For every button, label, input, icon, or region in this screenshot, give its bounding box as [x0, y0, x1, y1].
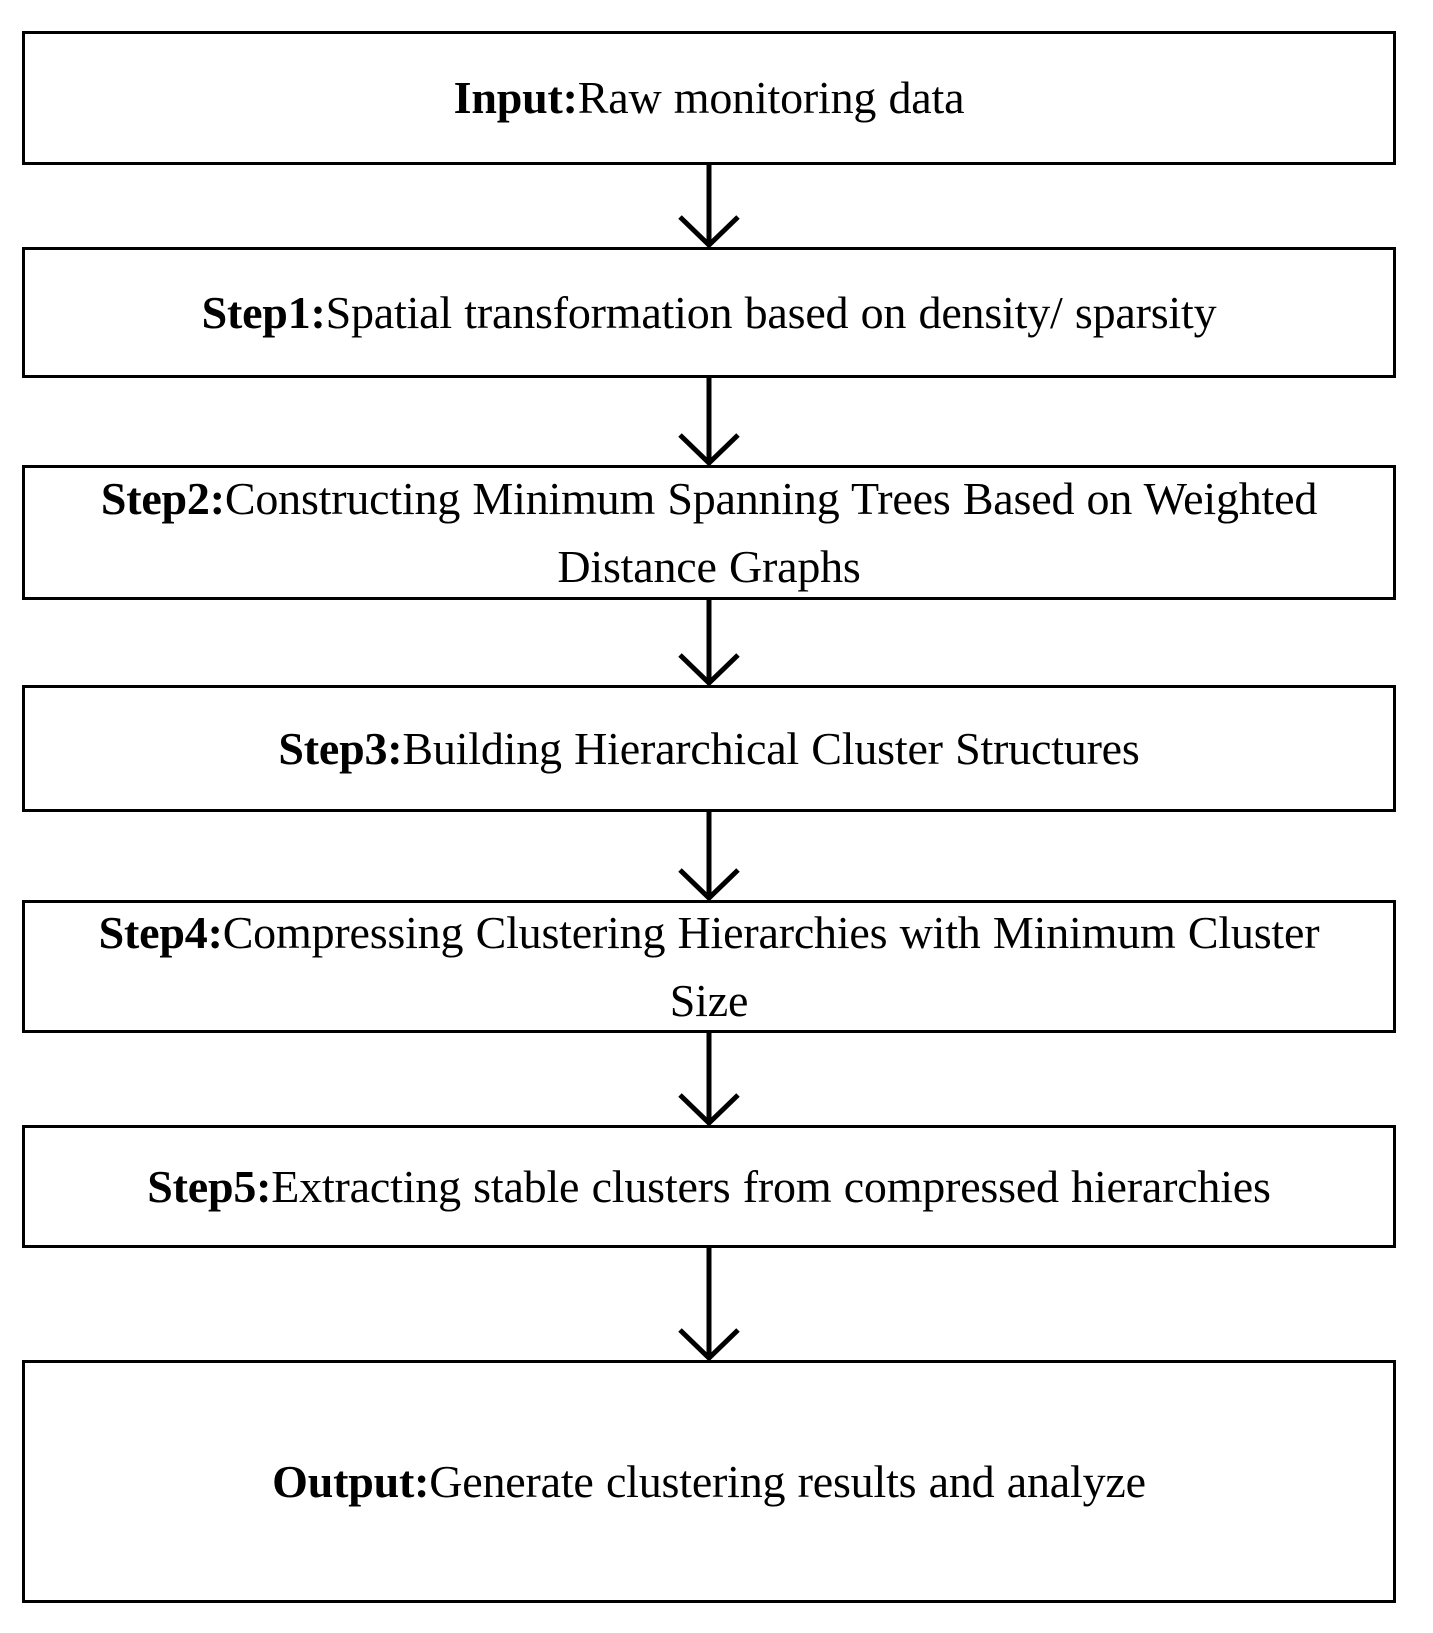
- flow-node-step3-body: Building Hierarchical Cluster Structures: [402, 722, 1140, 774]
- flow-node-step3-text: Step3:Building Hierarchical Cluster Stru…: [80, 715, 1339, 783]
- flow-node-output-text: Output:Generate clustering results and a…: [80, 1448, 1339, 1516]
- flow-node-input-body: Raw monitoring data: [577, 72, 965, 123]
- flow-connector-input-to-step1: [0, 165, 1433, 247]
- flow-connector-step2-to-step3: [0, 600, 1433, 685]
- flow-node-input: Input:Raw monitoring data: [22, 31, 1396, 165]
- flow-node-step2-label: Step2:: [100, 472, 225, 524]
- flow-node-input-text: Input:Raw monitoring data: [80, 64, 1339, 132]
- flow-node-output-body: Generate clustering results and analyze: [429, 1455, 1146, 1507]
- flow-node-step4: Step4:Compressing Clustering Hierarchies…: [22, 900, 1396, 1033]
- flow-connector-step1-to-step2: [0, 378, 1433, 465]
- flow-node-step2-body: Constructing Minimum Spanning Trees Base…: [224, 472, 1318, 592]
- flow-node-step1-text: Step1:Spatial transformation based on de…: [80, 279, 1339, 347]
- flow-node-step1-body: Spatial transformation based on density/…: [325, 286, 1217, 338]
- flow-node-output-label: Output:: [272, 1455, 430, 1507]
- flow-node-step3-label: Step3:: [278, 722, 403, 774]
- flow-node-step1-label: Step1:: [201, 286, 326, 338]
- flow-node-step4-text: Step4:Compressing Clustering Hierarchies…: [80, 899, 1339, 1035]
- flow-node-step2-text: Step2:Constructing Minimum Spanning Tree…: [80, 465, 1339, 601]
- flow-node-step4-body: Compressing Clustering Hierarchies with …: [222, 906, 1320, 1026]
- flow-node-step2: Step2:Constructing Minimum Spanning Tree…: [22, 465, 1396, 600]
- flow-node-step5-label: Step5:: [147, 1160, 272, 1212]
- flow-node-output: Output:Generate clustering results and a…: [22, 1360, 1396, 1603]
- flow-node-step3: Step3:Building Hierarchical Cluster Stru…: [22, 685, 1396, 812]
- flow-connector-step5-to-output: [0, 1248, 1433, 1360]
- flow-node-step5-text: Step5:Extracting stable clusters from co…: [80, 1153, 1339, 1221]
- flow-node-step5: Step5:Extracting stable clusters from co…: [22, 1125, 1396, 1248]
- flow-connector-step4-to-step5: [0, 1033, 1433, 1125]
- flow-node-step5-body: Extracting stable clusters from compress…: [271, 1160, 1271, 1212]
- flow-node-step4-label: Step4:: [98, 906, 223, 958]
- flow-node-step1: Step1:Spatial transformation based on de…: [22, 247, 1396, 378]
- flow-connector-step3-to-step4: [0, 812, 1433, 900]
- flow-node-input-label: Input:: [453, 72, 578, 123]
